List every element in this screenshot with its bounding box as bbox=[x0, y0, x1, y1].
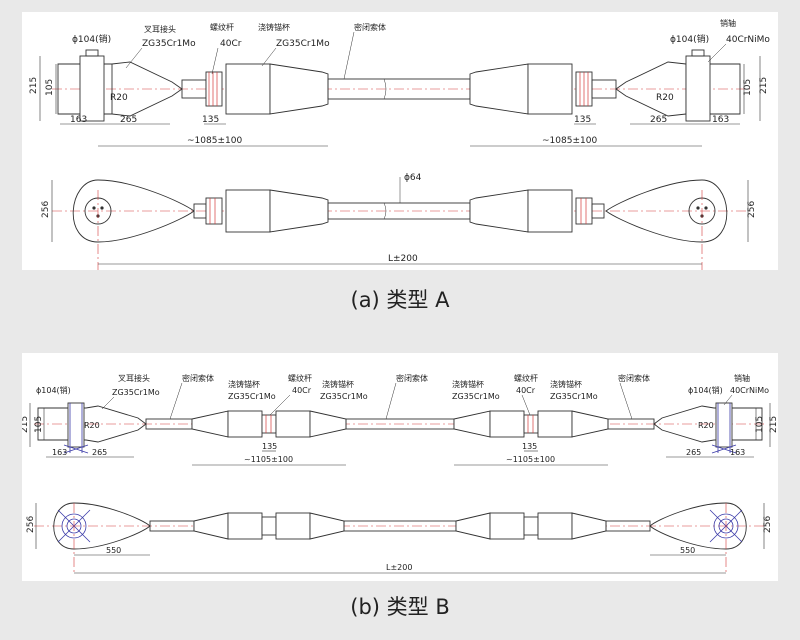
dim-a-215-right: 215 bbox=[759, 77, 769, 94]
label-b-fork-material: ZG35Cr1Mo bbox=[112, 388, 160, 397]
panel-type-b: 215 105 R20 163 265 135 ~1105±100 215 10… bbox=[0, 340, 800, 640]
dim-a-105-left: 105 bbox=[45, 79, 55, 96]
caption-type-b: (b) 类型 B bbox=[350, 595, 450, 619]
dim-a-len-left: ~1085±100 bbox=[187, 136, 242, 146]
dim-b-len-left: ~1105±100 bbox=[244, 455, 293, 464]
label-a-pin-dia-left: ϕ104(销) bbox=[72, 33, 111, 45]
label-b-cable-right: 密闭索体 bbox=[618, 373, 650, 383]
dim-a-r20-right: R20 bbox=[656, 93, 674, 103]
dim-b-550-right: 550 bbox=[680, 546, 695, 555]
dim-b-550-left: 550 bbox=[106, 546, 121, 555]
type-a-svg: 215 105 R20 163 265 135 ~1085±100 215 10… bbox=[29, 18, 770, 270]
dim-b-r20-right: R20 bbox=[698, 421, 714, 430]
label-b-fork-head: 叉耳接头 bbox=[118, 373, 150, 383]
label-b-socket-left: 浇铸锚杯 bbox=[228, 379, 260, 389]
label-b-socket-right2: 浇铸锚杯 bbox=[550, 379, 582, 389]
dim-b-163-left: 163 bbox=[52, 448, 67, 457]
dim-b-215-right: 215 bbox=[769, 416, 778, 433]
label-a-pin-material: 40CrNiMo bbox=[726, 35, 770, 45]
dim-a-256-left: 256 bbox=[41, 201, 51, 218]
label-b-screw-material-right: 40Cr bbox=[516, 386, 536, 395]
label-b-socket-right: 浇铸锚杯 bbox=[452, 379, 484, 389]
label-a-pin-dia-right: ϕ104(销) bbox=[670, 33, 709, 45]
type-b-elevation: 215 105 R20 163 265 135 ~1105±100 215 10… bbox=[22, 373, 778, 466]
label-b-pin-dia-left: ϕ104(销) bbox=[36, 385, 71, 395]
dim-b-105-right: 105 bbox=[755, 416, 765, 433]
type-b-svg: 215 105 R20 163 265 135 ~1105±100 215 10… bbox=[22, 373, 778, 575]
label-b-screw-left: 螺纹杆 bbox=[288, 373, 312, 383]
dim-a-265-left: 265 bbox=[120, 115, 137, 125]
label-b-pin: 销轴 bbox=[734, 373, 750, 383]
drawing-type-b: 215 105 R20 163 265 135 ~1105±100 215 10… bbox=[22, 353, 778, 581]
dim-a-135-left: 135 bbox=[202, 115, 219, 125]
label-a-fork-material: ZG35Cr1Mo bbox=[142, 39, 196, 49]
dim-a-215-left: 215 bbox=[29, 77, 39, 94]
drawing-type-a: 215 105 R20 163 265 135 ~1085±100 215 10… bbox=[22, 12, 778, 270]
dim-a-163-left: 163 bbox=[70, 115, 87, 125]
dim-b-r20-left: R20 bbox=[84, 421, 100, 430]
label-a-socket-material: ZG35Cr1Mo bbox=[276, 39, 330, 49]
type-a-plan: 256 256 L±200 ϕ64 bbox=[41, 173, 757, 270]
dim-a-163-right: 163 bbox=[712, 115, 729, 125]
dim-b-163-right: 163 bbox=[730, 448, 745, 457]
dim-b-135-left: 135 bbox=[262, 442, 277, 451]
dim-b-len-right: ~1105±100 bbox=[506, 455, 555, 464]
label-b-socket-material-mid: ZG35Cr1Mo bbox=[320, 392, 368, 401]
label-a-cable: 密闭索体 bbox=[354, 22, 386, 32]
dim-b-215-left: 215 bbox=[22, 416, 30, 433]
label-b-socket-material-right: ZG35Cr1Mo bbox=[452, 392, 500, 401]
label-a-screw-material: 40Cr bbox=[220, 39, 242, 49]
label-b-pin-dia-right: ϕ104(销) bbox=[688, 385, 723, 395]
dim-a-105-right: 105 bbox=[743, 79, 753, 96]
label-b-pin-material: 40CrNiMo bbox=[730, 386, 769, 395]
dim-a-256-right: 256 bbox=[747, 201, 757, 218]
type-a-elevation: 215 105 R20 163 265 135 ~1085±100 215 10… bbox=[29, 18, 770, 147]
dim-a-135-right: 135 bbox=[574, 115, 591, 125]
label-b-cable-left: 密闭索体 bbox=[182, 373, 214, 383]
label-a-fork-head: 叉耳接头 bbox=[144, 24, 176, 34]
dim-b-256-right: 256 bbox=[763, 516, 773, 533]
dim-b-total: L±200 bbox=[386, 563, 412, 572]
label-b-socket-mid: 浇铸锚杯 bbox=[322, 379, 354, 389]
caption-type-a: (a) 类型 A bbox=[350, 288, 450, 312]
label-b-socket-material-right2: ZG35Cr1Mo bbox=[550, 392, 598, 401]
label-a-pin: 销轴 bbox=[720, 18, 736, 28]
panel-type-a: 215 105 R20 163 265 135 ~1085±100 215 10… bbox=[22, 12, 778, 312]
label-b-screw-right: 螺纹杆 bbox=[514, 373, 538, 383]
dim-b-135-right: 135 bbox=[522, 442, 537, 451]
label-b-screw-material-left: 40Cr bbox=[292, 386, 312, 395]
dim-a-total: L±200 bbox=[388, 254, 418, 264]
dim-a-265-right: 265 bbox=[650, 115, 667, 125]
label-a-screw-rod: 螺纹杆 bbox=[210, 22, 234, 32]
label-b-cable-mid: 密闭索体 bbox=[396, 373, 428, 383]
dim-b-105-left: 105 bbox=[34, 416, 44, 433]
dim-b-265-right: 265 bbox=[686, 448, 701, 457]
label-a-cable-dia: ϕ64 bbox=[404, 173, 422, 183]
dim-b-256-left: 256 bbox=[26, 516, 36, 533]
label-b-socket-material-left: ZG35Cr1Mo bbox=[228, 392, 276, 401]
dim-a-len-right: ~1085±100 bbox=[542, 136, 597, 146]
dim-b-265-left: 265 bbox=[92, 448, 107, 457]
type-b-plan: 256 256 550 550 L±200 bbox=[26, 502, 773, 575]
label-a-cast-socket: 浇铸锚杯 bbox=[258, 22, 290, 32]
dim-a-r20-left: R20 bbox=[110, 93, 128, 103]
